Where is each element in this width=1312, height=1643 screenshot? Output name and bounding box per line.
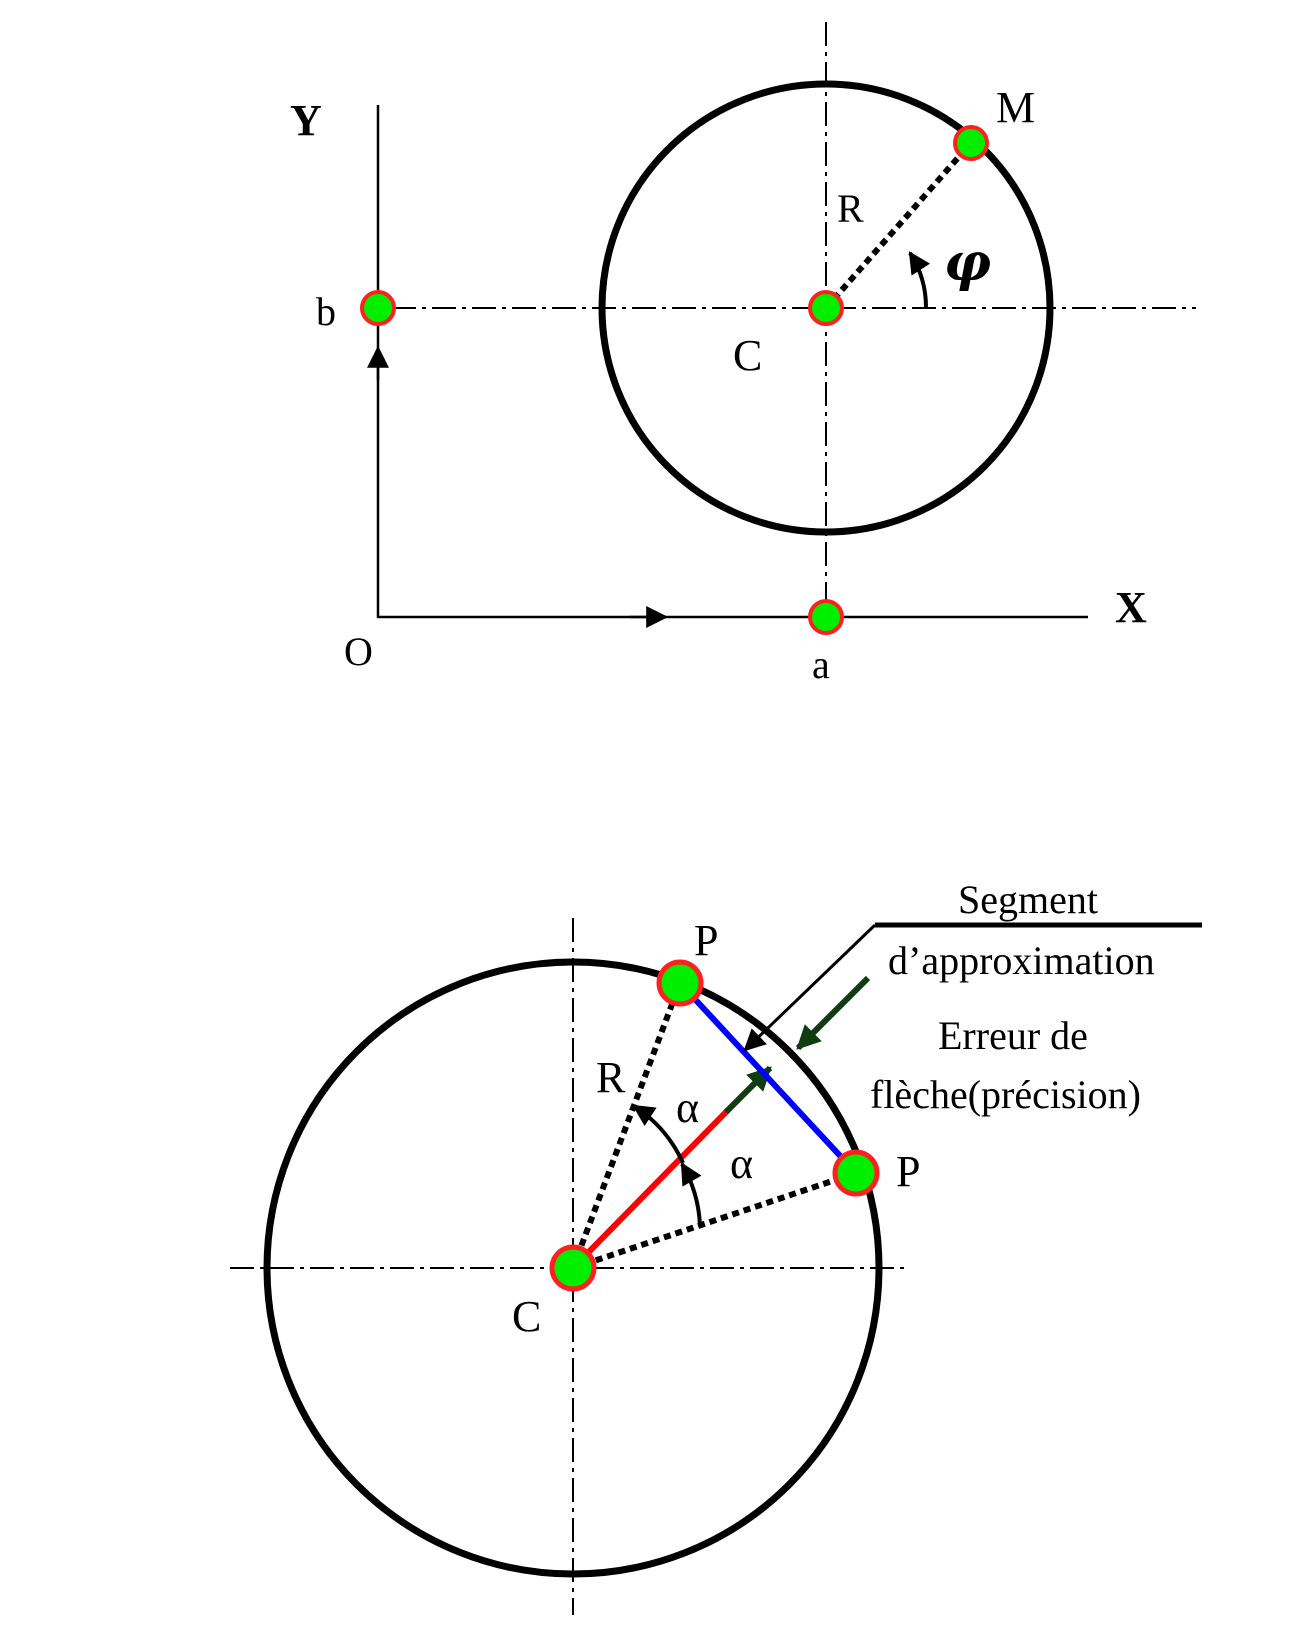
- figure-1: Y X O a b C M R φ: [290, 22, 1196, 687]
- center-label-2: C: [512, 1292, 541, 1341]
- segment-label-line2: d’approximation: [888, 938, 1155, 983]
- point-c-2: [549, 1244, 597, 1292]
- circle-1: [598, 80, 1054, 536]
- segment-leader-arrow: [743, 923, 877, 1052]
- center-label-1: C: [733, 331, 762, 380]
- point-p-right: [832, 1149, 880, 1197]
- circle-2: [263, 958, 883, 1578]
- point-a: [808, 599, 844, 635]
- segment-label-line1: Segment: [958, 877, 1098, 922]
- point-p-top: [656, 959, 704, 1007]
- y-axis-label: Y: [290, 96, 322, 145]
- figure-2: C R P P α α Segment d’approximation Erre…: [230, 877, 1202, 1615]
- p-right-label: P: [896, 1147, 920, 1196]
- radius-cp-top: [570, 981, 683, 1270]
- radius-label-2: R: [596, 1053, 626, 1102]
- radius-cp-right: [572, 1170, 857, 1271]
- point-b: [360, 290, 396, 326]
- origin-label: O: [344, 629, 373, 674]
- radius-label-1: R: [837, 186, 864, 231]
- alpha-top-label: α: [676, 1083, 699, 1132]
- error-label-line1: Erreur de: [938, 1013, 1088, 1058]
- approximation-chord: [677, 980, 859, 1176]
- phi-label: φ: [944, 232, 991, 293]
- phi-angle-arc: [908, 251, 930, 309]
- x-axis-label: X: [1115, 583, 1147, 632]
- point-m: [953, 125, 989, 161]
- m-label: M: [996, 83, 1035, 132]
- radius-cm: [823, 141, 974, 310]
- alpha-arc-top: [632, 1104, 685, 1164]
- alpha-arc-bottom: [680, 1162, 702, 1227]
- sagitta-arrow-inward: [795, 975, 871, 1051]
- b-label: b: [316, 289, 336, 334]
- error-label-line2: flèche(précision): [870, 1072, 1141, 1117]
- a-label: a: [812, 642, 830, 687]
- p-top-label: P: [694, 916, 718, 965]
- point-c: [808, 290, 844, 326]
- alpha-bottom-label: α: [730, 1139, 753, 1188]
- bisector-red: [570, 1107, 731, 1271]
